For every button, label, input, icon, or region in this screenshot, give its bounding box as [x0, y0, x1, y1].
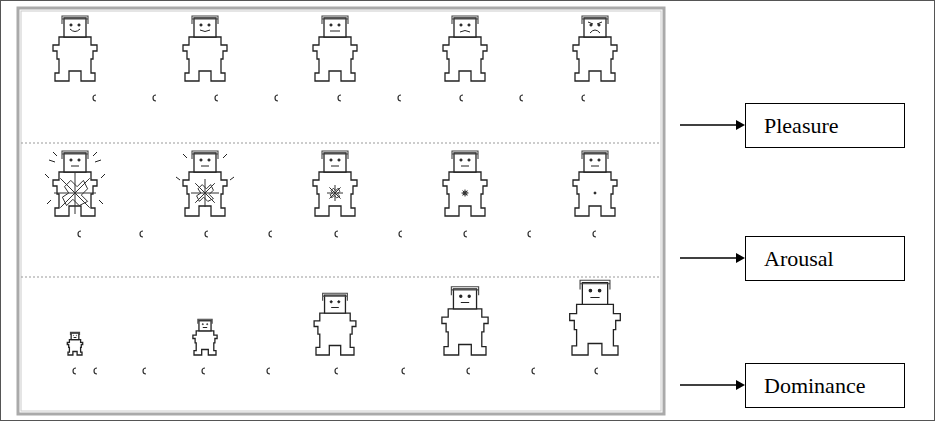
label-text: Dominance — [764, 373, 865, 399]
pleasure-manikins — [53, 16, 617, 81]
label-box: Arousal — [745, 236, 905, 281]
radio-buttons — [73, 95, 598, 374]
pointer-arrows — [680, 120, 745, 390]
label-box: Dominance — [745, 363, 905, 408]
label-text: Arousal — [764, 246, 834, 272]
label-box: Pleasure — [745, 103, 905, 148]
arousal-manikins — [45, 151, 617, 216]
dominance-manikins — [67, 280, 620, 355]
label-text: Pleasure — [764, 113, 839, 139]
